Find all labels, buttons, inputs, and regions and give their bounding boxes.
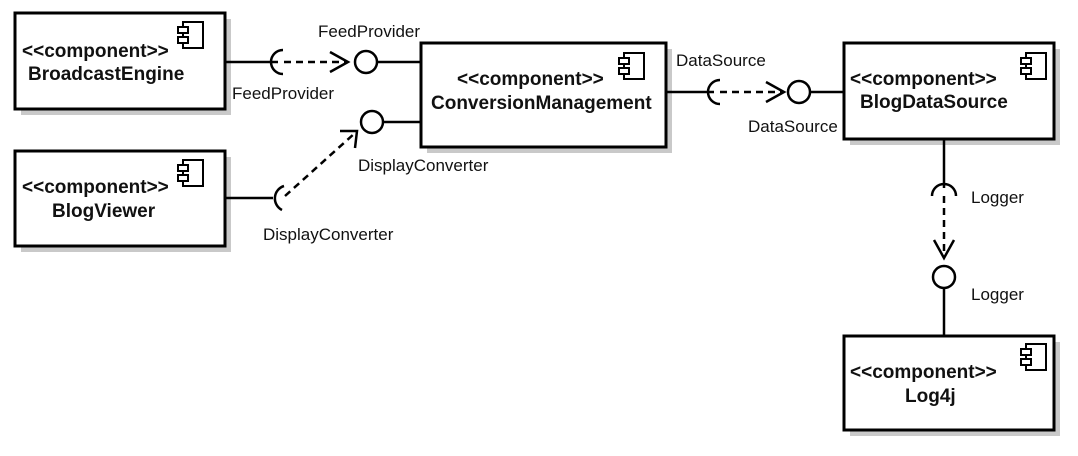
- dependency-arrowhead: [765, 80, 787, 104]
- stereotype-label: <<component>>: [850, 69, 997, 90]
- data-source-required-label: DataSource: [676, 51, 766, 70]
- dependency-arrowhead: [329, 50, 351, 74]
- provided-interface-lollipop: [353, 49, 379, 75]
- stereotype-label: <<component>>: [22, 177, 169, 198]
- component-name: ConversionManagement: [431, 93, 652, 114]
- component-icon: [1020, 52, 1047, 80]
- component-name: Log4j: [905, 386, 956, 407]
- logger-provided-label: Logger: [971, 285, 1024, 304]
- provided-interface-lollipop: [359, 109, 385, 135]
- display-converter-provided-label: DisplayConverter: [358, 156, 489, 175]
- connector-logger: Logger Logger: [930, 139, 1024, 336]
- component-name: BlogDataSource: [860, 92, 1008, 113]
- required-interface-socket: [269, 48, 284, 76]
- component-icon: [618, 52, 645, 80]
- required-interface-socket: [930, 182, 958, 197]
- component-conversion-management: <<component>> ConversionManagement: [419, 41, 672, 153]
- provided-interface-lollipop: [931, 264, 957, 290]
- component-icon: [177, 159, 204, 187]
- component-broadcast-engine: <<component>> BroadcastEngine: [13, 11, 231, 115]
- component-blog-data-source: <<component>> BlogDataSource: [842, 41, 1060, 145]
- stereotype-label: <<component>>: [22, 41, 169, 62]
- stereotype-label: <<component>>: [457, 69, 604, 90]
- dependency-arrowhead: [340, 129, 359, 149]
- component-icon: [1020, 343, 1047, 371]
- dependency-arrowhead: [932, 239, 956, 261]
- dependency-dashed-line: [284, 132, 356, 197]
- feed-provider-provided-label: FeedProvider: [318, 22, 420, 41]
- required-interface-socket: [273, 184, 285, 212]
- component-blog-viewer: <<component>> BlogViewer: [13, 149, 231, 252]
- connector-data-source: DataSource DataSource: [666, 51, 844, 136]
- logger-required-label: Logger: [971, 188, 1024, 207]
- stereotype-label: <<component>>: [850, 362, 997, 383]
- component-name: BroadcastEngine: [28, 64, 184, 85]
- feed-provider-required-label: FeedProvider: [232, 84, 334, 103]
- provided-interface-lollipop: [786, 79, 812, 105]
- component-log4j: <<component>> Log4j: [842, 334, 1060, 436]
- component-box: [842, 334, 1056, 432]
- connector-display-converter: DisplayConverter DisplayConverter: [225, 109, 489, 244]
- component-name: BlogViewer: [52, 201, 156, 222]
- required-interface-socket: [706, 78, 721, 106]
- connector-feed-provider: FeedProvider FeedProvider: [225, 22, 421, 103]
- data-source-provided-label: DataSource: [748, 117, 838, 136]
- display-converter-required-label: DisplayConverter: [263, 225, 394, 244]
- component-icon: [177, 21, 204, 49]
- component-box: [842, 41, 1056, 141]
